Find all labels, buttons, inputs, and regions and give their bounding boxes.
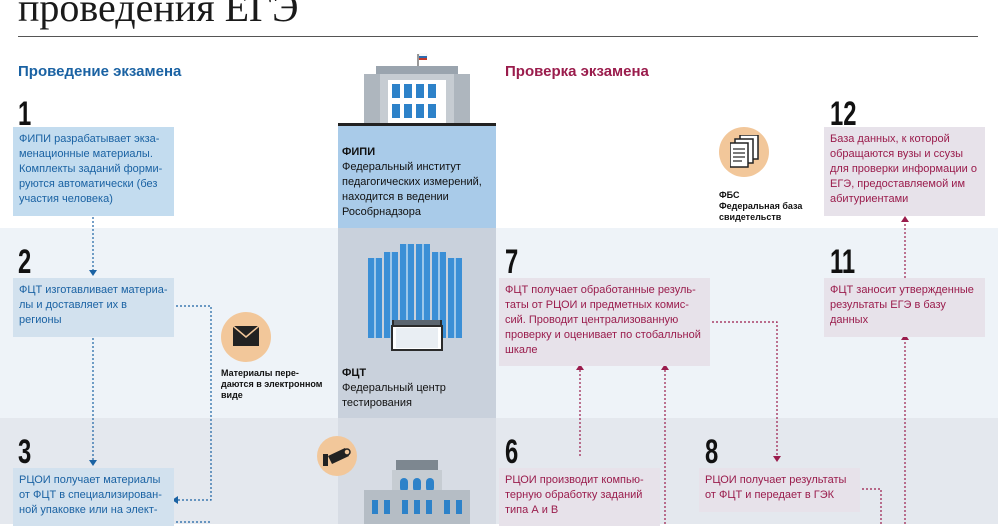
step-6-box: РЦОИ производит компью­терную обработку … bbox=[499, 468, 660, 526]
step-number-7: 7 bbox=[505, 243, 519, 281]
title-rule bbox=[18, 36, 978, 37]
step-12-box: База данных, к которой обращаются вузы и… bbox=[824, 127, 985, 216]
fipi-desc: Федеральный институт педагогических изме… bbox=[342, 161, 482, 218]
step-1-box: ФИПИ разрабатывает экза­менационные мате… bbox=[13, 127, 174, 216]
section-right-heading: Проверка экзамена bbox=[505, 63, 649, 80]
fct-caption: ФЦТ Федеральный центр тестирования bbox=[342, 366, 494, 411]
step-7-box: ФЦТ получает обработанные резуль­таты от… bbox=[499, 278, 710, 366]
center-column-bg bbox=[338, 124, 496, 228]
step-number-2: 2 bbox=[18, 243, 32, 281]
step-3-box: РЦОИ получает материалы от ФЦТ в специал… bbox=[13, 468, 174, 526]
fct-desc: Федеральный центр тестирования bbox=[342, 382, 446, 409]
fipi-base-line bbox=[338, 123, 496, 126]
documents-icon bbox=[730, 135, 759, 168]
fbs-desc: Федеральная база свидетельств bbox=[719, 201, 803, 222]
fct-building-icon bbox=[368, 244, 462, 351]
email-note: Материалы пере­даются в электрон­ном вид… bbox=[221, 368, 323, 400]
step-number-3: 3 bbox=[18, 433, 32, 471]
rcoi-building-icon bbox=[364, 460, 470, 524]
step-11-box: ФЦТ заносит утвержденные результаты ЕГЭ … bbox=[824, 278, 985, 337]
step-number-8: 8 bbox=[705, 433, 719, 471]
fipi-caption: ФИПИ Федеральный институт педагогических… bbox=[342, 145, 494, 220]
camera-icon bbox=[323, 448, 351, 466]
fipi-abbr: ФИПИ bbox=[342, 146, 376, 158]
step-number-12: 12 bbox=[830, 95, 857, 133]
page-title: проведения ЕГЭ bbox=[18, 0, 299, 30]
step-number-6: 6 bbox=[505, 433, 519, 471]
fct-abbr: ФЦТ bbox=[342, 367, 367, 379]
envelope-icon bbox=[233, 326, 259, 346]
step-number-1: 1 bbox=[18, 95, 32, 133]
fbs-caption: ФБС Федеральная база свидетельств bbox=[719, 190, 819, 223]
fbs-abbr: ФБС bbox=[719, 190, 740, 200]
fipi-building-icon bbox=[362, 53, 472, 126]
step-number-11: 11 bbox=[830, 243, 856, 281]
section-left-heading: Проведение экзамена bbox=[18, 63, 182, 80]
step-8-box: РЦОИ получает результаты от ФЦТ и переда… bbox=[699, 468, 860, 512]
step-2-box: ФЦТ изготавливает материа­лы и доставляе… bbox=[13, 278, 174, 337]
